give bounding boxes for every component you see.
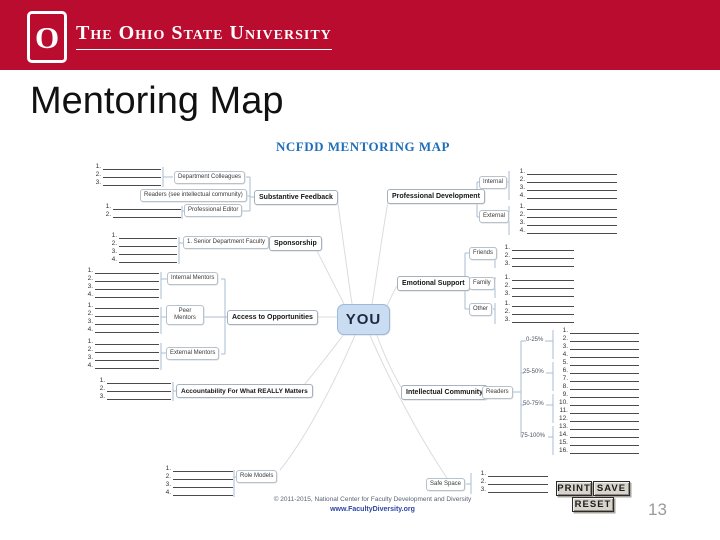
blank-lines-tier4: 13.14.15.16. bbox=[555, 422, 639, 454]
blank-lines-accountability: 1.2.3. bbox=[92, 376, 171, 400]
node-department-colleagues: Department Colleagues bbox=[174, 171, 246, 184]
node-external-mentors: External Mentors bbox=[166, 347, 220, 360]
node-peer-mentors: Peer Mentors bbox=[166, 305, 204, 325]
blank-lines-family: 1.2.3. bbox=[497, 273, 574, 297]
blank-lines-external-mentors: 1.2.3.4. bbox=[80, 337, 159, 369]
blank-lines-tier3: 9.10.11.12. bbox=[555, 390, 639, 422]
node-access-to-opportunities: Access to Opportunities bbox=[227, 310, 318, 326]
blank-lines-pd-internal: 1.2.3.4. bbox=[512, 167, 617, 199]
you-node: YOU bbox=[337, 304, 390, 335]
node-external: External bbox=[479, 210, 510, 223]
blank-lines-friends: 1.2.3. bbox=[497, 243, 574, 267]
blank-lines-safe-space: 1.2.3. bbox=[473, 469, 548, 493]
header-banner: O The Ohio State University bbox=[0, 0, 720, 70]
node-sponsorship: Sponsorship bbox=[269, 236, 322, 252]
node-accountability: Accountability For What REALLY Matters bbox=[176, 384, 313, 399]
university-wordmark: The Ohio State University bbox=[76, 22, 332, 50]
node-intellectual-community: Intellectual Community bbox=[401, 385, 489, 401]
node-professional-editor: Professional Editor bbox=[184, 204, 243, 217]
blank-lines-tier1: 1.2.3.4. bbox=[555, 326, 639, 358]
copyright-text: © 2011-2015, National Center for Faculty… bbox=[273, 496, 472, 503]
blank-lines-internal-mentors: 1.2.3.4. bbox=[80, 266, 159, 298]
page-title: Mentoring Map bbox=[30, 80, 284, 122]
blank-lines-dept-colleagues: 1.2.3. bbox=[88, 162, 161, 186]
diagram-title: NCFDD MENTORING MAP bbox=[276, 139, 450, 154]
blank-lines-prof-editor: 1.2. bbox=[98, 202, 181, 218]
tier-label-0-25: 0-25% bbox=[526, 337, 544, 343]
node-substantive-feedback: Substantive Feedback bbox=[254, 190, 338, 206]
reset-button[interactable]: RESET bbox=[572, 497, 614, 512]
node-other: Other bbox=[469, 303, 493, 316]
node-readers-note: Readers (see intellectual community) bbox=[140, 189, 247, 202]
node-friends: Friends bbox=[469, 247, 498, 260]
osu-logo-letter: O bbox=[34, 19, 60, 55]
blank-lines-peer-mentors: 1.2.3.4. bbox=[80, 301, 159, 333]
node-safe-space: Safe Space bbox=[426, 478, 466, 491]
blank-lines-pd-external: 1.2.3.4. bbox=[512, 202, 617, 234]
node-professional-development: Professional Development bbox=[387, 189, 485, 205]
page-number: 13 bbox=[648, 500, 667, 519]
blank-lines-senior-faculty: 1.2.3.4. bbox=[104, 231, 177, 263]
print-button[interactable]: PRINT bbox=[556, 481, 592, 496]
copyright-block: © 2011-2015, National Center for Faculty… bbox=[250, 496, 495, 514]
blank-lines-role-models: 1.2.3.4. bbox=[158, 464, 233, 496]
node-family: Family bbox=[469, 277, 495, 290]
node-senior-department-faculty: 1. Senior Department Faculty bbox=[183, 236, 270, 249]
node-internal: Internal bbox=[479, 176, 508, 189]
blank-lines-tier2: 5.6.7.8. bbox=[555, 358, 639, 390]
tier-label-25-50: 25-50% bbox=[523, 369, 544, 375]
node-emotional-support: Emotional Support bbox=[397, 276, 470, 292]
blank-lines-other: 1.2.3. bbox=[497, 299, 574, 323]
node-internal-mentors: Internal Mentors bbox=[167, 272, 219, 285]
osu-block-o-logo: O bbox=[27, 11, 67, 63]
node-readers: Readers bbox=[482, 386, 513, 399]
tier-label-75-100: 75-100% bbox=[521, 433, 546, 439]
tier-label-50-75: 50-75% bbox=[523, 401, 544, 407]
save-button[interactable]: SAVE bbox=[593, 481, 630, 496]
website-link[interactable]: www.FacultyDiversity.org bbox=[330, 505, 415, 513]
node-role-models: Role Models bbox=[236, 470, 278, 483]
